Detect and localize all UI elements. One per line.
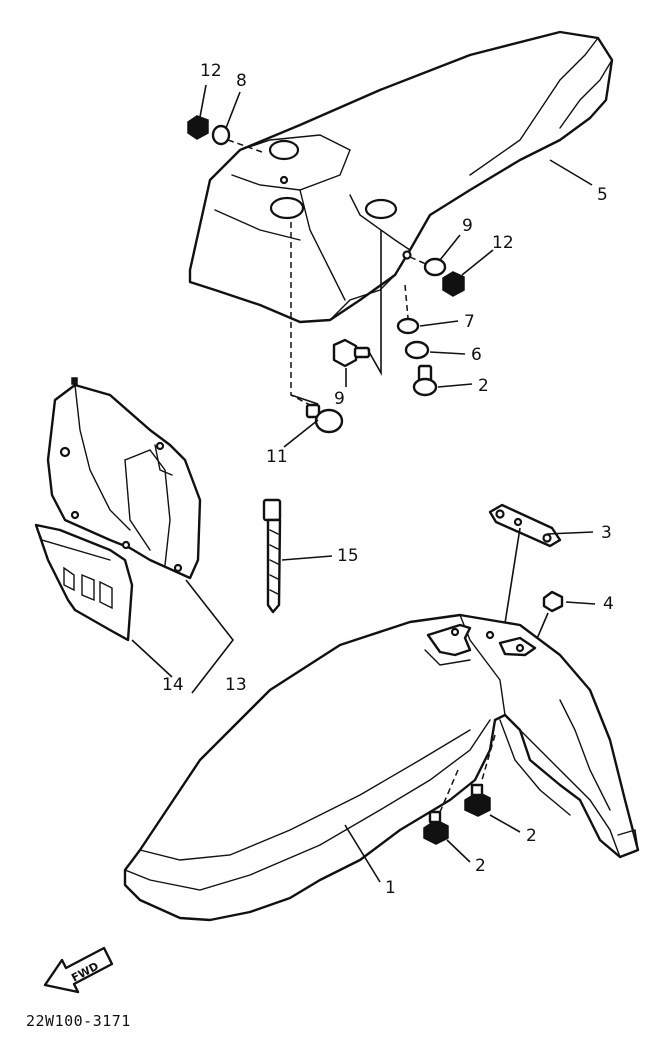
bolt-10 bbox=[332, 338, 371, 368]
nut-12-right bbox=[442, 271, 465, 297]
side-cover bbox=[46, 377, 202, 580]
rear-fender-hardware bbox=[187, 115, 465, 434]
rear-fender bbox=[188, 30, 614, 324]
callout-14: 14 bbox=[162, 675, 184, 695]
washer-9-right bbox=[423, 257, 447, 277]
washer-7 bbox=[404, 340, 430, 360]
callout-13: 13 bbox=[225, 675, 247, 695]
nut-12-left bbox=[187, 115, 209, 140]
cable-tie bbox=[262, 498, 282, 614]
callout-10: 9 bbox=[334, 389, 345, 409]
callout-6: 2 bbox=[478, 376, 489, 396]
washer-8 bbox=[396, 317, 420, 335]
callout-3: 3 bbox=[601, 523, 612, 543]
callout-2-lower: 2 bbox=[475, 856, 486, 876]
front-fender bbox=[123, 613, 640, 922]
screw-2-lower bbox=[423, 810, 449, 845]
callout-15: 15 bbox=[337, 546, 359, 566]
skid-plate bbox=[34, 523, 173, 678]
washer-9-left bbox=[211, 124, 231, 146]
nut-4 bbox=[542, 590, 564, 613]
callout-5: 5 bbox=[597, 185, 608, 205]
callout-12-right: 12 bbox=[492, 233, 514, 253]
callout-4: 4 bbox=[603, 594, 614, 614]
bolt-6 bbox=[412, 364, 438, 397]
screw-2-upper bbox=[464, 783, 491, 817]
callout-9-left: 8 bbox=[236, 71, 247, 91]
callout-9-right: 9 bbox=[462, 216, 473, 236]
leader-lines bbox=[199, 84, 596, 883]
bracket bbox=[488, 503, 562, 548]
callout-7: 6 bbox=[471, 345, 482, 365]
callout-2-upper: 2 bbox=[526, 826, 537, 846]
callout-12-left: 12 bbox=[200, 61, 222, 81]
fwd-arrow: FWD bbox=[43, 946, 114, 994]
callout-labels: 12 8 5 9 12 7 6 2 9 11 3 15 4 14 13 2 2 … bbox=[162, 61, 614, 898]
bolt-11 bbox=[305, 403, 344, 434]
callout-8: 7 bbox=[464, 312, 475, 332]
diagram-code: 22W100-3171 bbox=[26, 1012, 131, 1030]
callout-11: 11 bbox=[266, 447, 288, 467]
callout-1: 1 bbox=[385, 878, 396, 898]
